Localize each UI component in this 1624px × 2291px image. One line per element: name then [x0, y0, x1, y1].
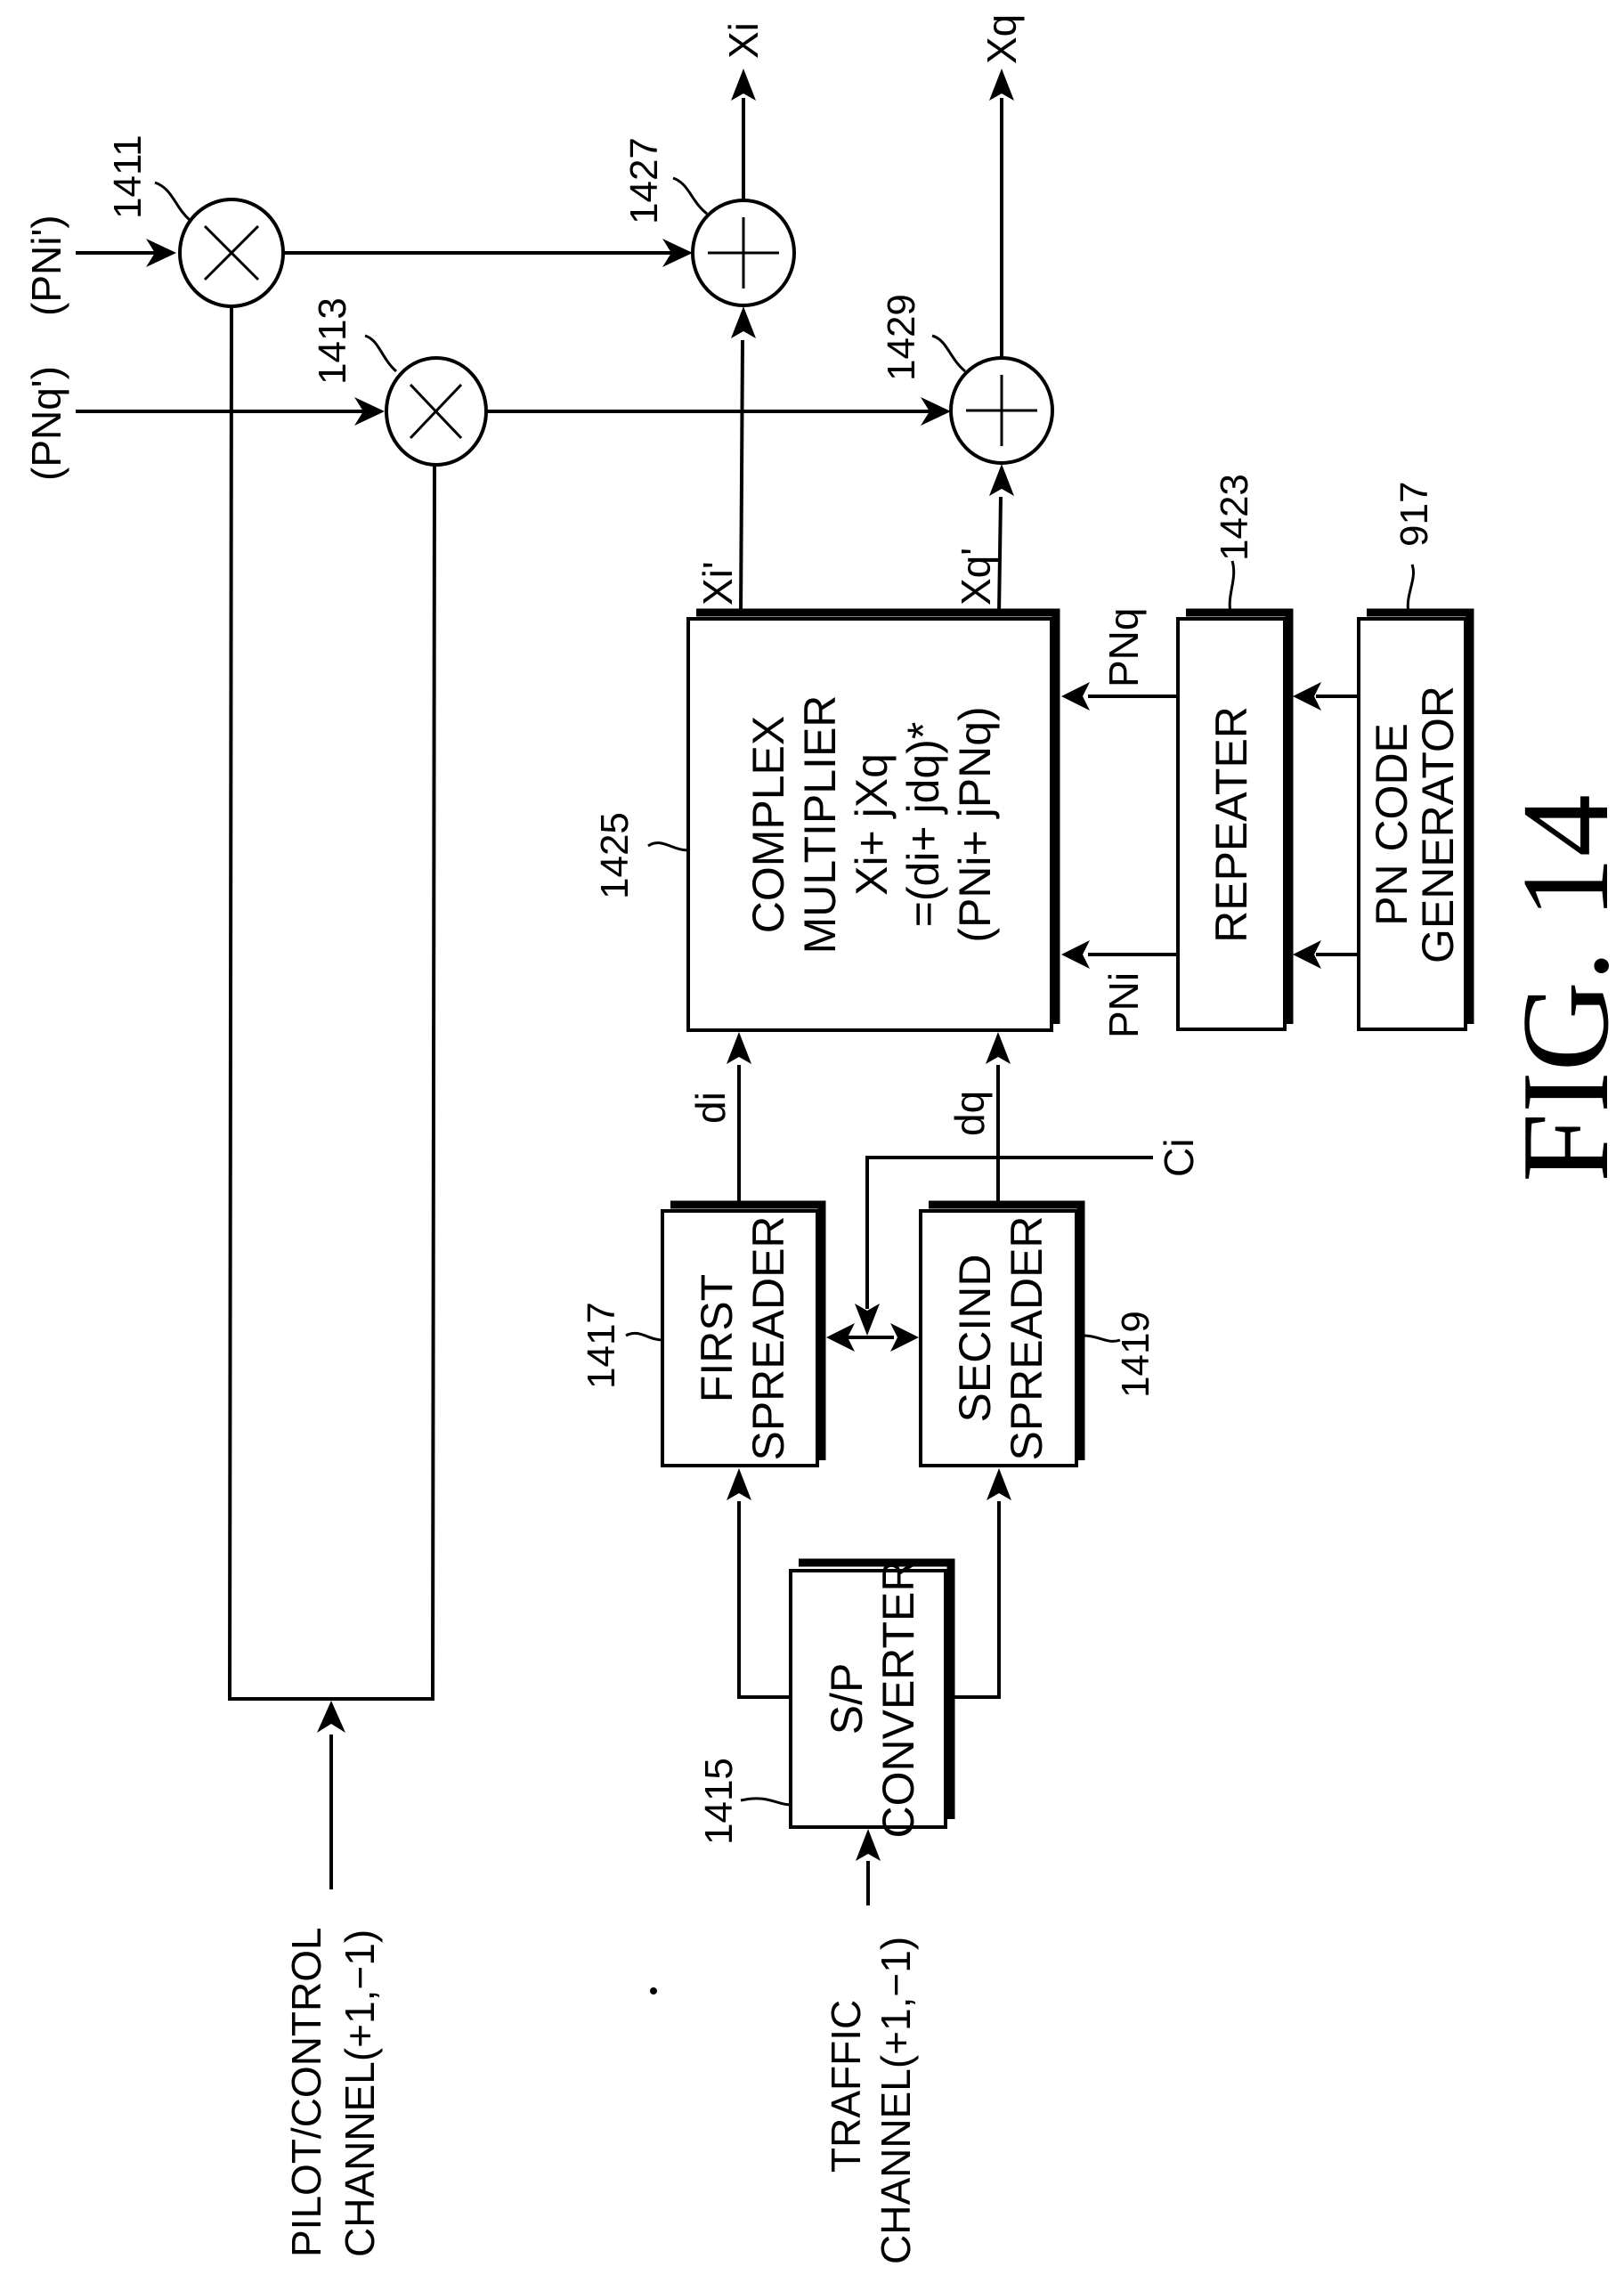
pilot-loop-lines — [230, 306, 434, 1889]
first-spreader-line1: FIRST — [692, 1274, 742, 1402]
complex-multiplier-line5: (PNi+ jPNq) — [950, 706, 1000, 942]
xq-output-line — [989, 69, 1014, 358]
complex-multiplier-line3: Xi+ jXq — [847, 753, 897, 896]
complex-multiplier-line1: COMPLEX — [743, 716, 793, 934]
first-spreader-block — [662, 1205, 822, 1466]
xi-prime-label: Xi' — [694, 561, 741, 605]
sp-converter-line1: S/P — [822, 1663, 872, 1735]
pnq-label: PNq — [1100, 608, 1147, 687]
repeater-to-multiplier-lines — [1061, 682, 1178, 969]
leader-1411 — [155, 183, 190, 220]
complex-multiplier-line2: MULTIPLIER — [795, 695, 845, 955]
arrow-icon — [989, 69, 1014, 101]
leader-1415 — [741, 1799, 791, 1805]
ci-label: Ci — [1156, 1139, 1202, 1177]
pn-generator-line2: GENERATOR — [1413, 686, 1463, 963]
arrow-icon — [987, 1468, 1011, 1500]
adder-1429 — [951, 358, 1052, 463]
arrow-icon — [1061, 940, 1090, 969]
leader-917 — [1408, 565, 1413, 613]
leader-1429 — [932, 336, 965, 371]
pni-prime-label: (PNi') — [23, 215, 69, 316]
arrow-icon — [1061, 682, 1090, 711]
arrow-icon — [731, 306, 756, 338]
mult2-to-adder2-line — [486, 397, 951, 426]
xq-prime-label: Xq' — [953, 548, 999, 605]
arrow-icon — [986, 1032, 1011, 1064]
pni-prime-input-line — [76, 239, 176, 267]
stray-dot — [650, 1987, 657, 1994]
second-spreader-line2: SPREADER — [1002, 1215, 1052, 1460]
pilot-channel-label-line1: PILOT/CONTROL — [283, 1927, 329, 2257]
second-spreader-line1: SECIND — [950, 1255, 1000, 1423]
second-spreader-block — [921, 1205, 1081, 1466]
arrow-icon — [890, 1323, 919, 1352]
ref-1425: 1425 — [593, 812, 637, 899]
adder-1427 — [693, 200, 794, 305]
di-label: di — [687, 1092, 734, 1124]
pni-label: PNi — [1100, 972, 1147, 1038]
multiplier-1411 — [180, 199, 283, 306]
ref-1423: 1423 — [1213, 474, 1256, 561]
leader-1423 — [1230, 561, 1234, 613]
pilot-channel-label-line2: CHANNEL(+1,−1) — [337, 1929, 383, 2257]
pnq-prime-label: (PNq') — [23, 366, 69, 481]
arrow-icon — [727, 1032, 751, 1064]
arrow-icon — [731, 69, 756, 101]
arrow-icon — [317, 1701, 345, 1733]
figure-caption: FIG. 14 — [1497, 794, 1624, 1182]
leader-1417 — [626, 1333, 662, 1340]
spreader-link-double-arrow — [826, 1323, 919, 1352]
xi-output-label: Xi — [720, 22, 767, 59]
ref-1411: 1411 — [106, 134, 150, 219]
ref-1417: 1417 — [580, 1302, 623, 1389]
ref-1429: 1429 — [880, 294, 923, 381]
dq-label: dq — [946, 1091, 993, 1136]
repeater-label: REPEATER — [1206, 706, 1256, 943]
ref-917: 917 — [1393, 482, 1436, 547]
arrow-icon — [989, 464, 1014, 496]
ref-1419: 1419 — [1114, 1311, 1157, 1398]
leader-1427 — [673, 178, 707, 214]
xi-output-line — [731, 69, 756, 200]
sp-converter-line2: CONVERTER — [873, 1559, 923, 1838]
ref-1427: 1427 — [622, 137, 666, 224]
leader-1413 — [365, 336, 396, 371]
mult1-to-adder1-line — [283, 239, 693, 267]
xq-output-label: Xq — [978, 14, 1025, 64]
multiplier-1413 — [386, 358, 486, 465]
pn-generator-line1: PN CODE — [1367, 723, 1417, 926]
arrow-icon — [727, 1468, 751, 1500]
traffic-input-line — [856, 1829, 881, 1905]
ref-1415: 1415 — [697, 1758, 741, 1845]
leader-1425 — [648, 843, 688, 850]
traffic-channel-label-line2: CHANNEL(+1,−1) — [873, 1937, 919, 2264]
ref-1413: 1413 — [311, 297, 354, 385]
complex-multiplier-line4: =(di+ jdq)* — [898, 722, 948, 928]
first-spreader-line2: SPREADER — [743, 1215, 793, 1460]
pngen-to-repeater-lines — [1293, 682, 1359, 969]
traffic-channel-label-line1: TRAFFIC — [823, 2000, 869, 2173]
